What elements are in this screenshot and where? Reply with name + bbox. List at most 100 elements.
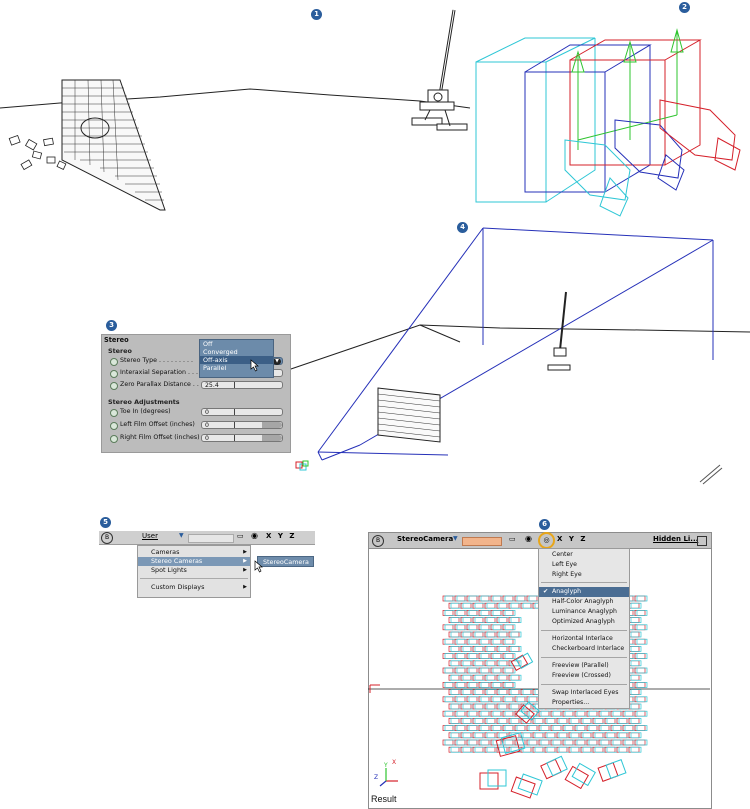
stereo-option-off[interactable]: Off [203, 340, 213, 348]
camera-icon[interactable]: ▭ [509, 535, 516, 543]
brick-red [562, 710, 574, 717]
brick-cyan [498, 602, 510, 609]
stereo-option-converged[interactable]: Converged [203, 348, 238, 356]
submenu-arrow-icon: ▶ [243, 558, 247, 564]
menu-item-cameras[interactable]: Cameras▶ [138, 548, 250, 557]
menu-item-optimized-anaglyph[interactable]: Optimized Anaglyph [552, 618, 615, 625]
brick-red [454, 638, 466, 645]
brick-red [622, 739, 634, 746]
brick-red [568, 718, 580, 724]
brick-cyan [456, 739, 468, 746]
brick-red [544, 746, 556, 753]
brick-red [550, 725, 562, 731]
submenu-item-stereocamera[interactable]: StereoCamera [257, 556, 314, 567]
menu-item-stereo-cameras[interactable]: Stereo Cameras▶ [138, 557, 250, 566]
right-film-radio[interactable] [110, 435, 118, 443]
chevron-down-icon[interactable]: ▼ [273, 358, 281, 365]
chevron-down-icon[interactable]: ▼ [453, 535, 458, 542]
step-badge-5: 5 [100, 517, 111, 528]
brick-cyan [456, 638, 468, 645]
stereo-option-off-axis[interactable]: Off-axis [200, 356, 273, 364]
eye-icon[interactable]: ◉ [525, 534, 532, 543]
zero-parallax-field[interactable]: 25.4 [201, 381, 283, 389]
menu-item-anaglyph[interactable]: ✔Anaglyph [539, 587, 629, 597]
right-film-field[interactable]: 0 [201, 434, 283, 442]
brick-red [634, 696, 646, 703]
bookmark-icon[interactable]: B [372, 535, 384, 547]
stereo-adjustments-heading: Stereo Adjustments [108, 398, 180, 406]
left-film-field[interactable]: 0 [201, 421, 283, 429]
brick-cyan [636, 638, 648, 645]
brick-cyan [630, 660, 642, 667]
menu-item-spot-lights[interactable]: Spot Lights▶ [138, 566, 250, 575]
brick-red [484, 732, 496, 739]
brick-red [580, 732, 592, 739]
menu-item-checkerboard-interlace[interactable]: Checkerboard Interlace [552, 645, 625, 652]
maximize-icon[interactable] [697, 536, 707, 546]
axis-labels[interactable]: X Y Z [557, 535, 588, 543]
camera-name-button[interactable]: StereoCamera [397, 535, 454, 543]
bookmark-icon[interactable]: B [101, 532, 113, 544]
chevron-down-icon[interactable]: ▼ [179, 532, 184, 539]
brick-cyan [486, 703, 498, 710]
stereo-display-icon[interactable]: ◎ [538, 532, 555, 549]
brick-cyan [462, 660, 474, 667]
brick-red [616, 732, 628, 739]
axis-labels[interactable]: X Y Z [266, 532, 297, 540]
brick-cyan [450, 732, 462, 739]
brick-cyan [480, 739, 492, 746]
right-film-row: Right Film Offset (inches) 0 [108, 434, 288, 443]
brick-red [454, 653, 466, 659]
brick-red [442, 725, 454, 731]
brick-cyan [480, 725, 492, 731]
menu-item-swap-interlaced-eyes[interactable]: Swap Interlaced Eyes [552, 689, 619, 696]
toe-in-radio[interactable] [110, 409, 118, 417]
brick-cyan [498, 646, 510, 652]
brick-red [490, 638, 502, 645]
toe-in-field[interactable]: 0 [201, 408, 283, 416]
brick-cyan [456, 624, 468, 631]
brick-red [532, 718, 544, 724]
eye-icon[interactable]: ◉ [251, 531, 258, 540]
brick-cyan [588, 710, 600, 717]
brick-red [496, 674, 508, 681]
menu-item-right-eye[interactable]: Right Eye [552, 571, 582, 578]
brick-red [538, 710, 550, 717]
stereo-option-parallel[interactable]: Parallel [203, 364, 227, 372]
menu-item-freeview-crossed[interactable]: Freeview (Crossed) [552, 672, 611, 679]
menu-item-luminance-anaglyph[interactable]: Luminance Anaglyph [552, 608, 617, 615]
menu-item-half-color-anaglyph[interactable]: Half-Color Anaglyph [552, 598, 614, 605]
camera-icon[interactable]: ▭ [237, 532, 244, 540]
brick-cyan [504, 595, 516, 602]
menu-item-center[interactable]: Center [552, 551, 573, 558]
brick-red [472, 631, 484, 638]
brick-cyan [456, 682, 468, 688]
brick-red [460, 660, 472, 667]
menu-item-left-eye[interactable]: Left Eye [552, 561, 577, 568]
brick-cyan [486, 660, 498, 667]
menu-item-horizontal-interlace[interactable]: Horizontal Interlace [552, 635, 613, 642]
zero-parallax-radio[interactable] [110, 382, 118, 390]
brick-cyan [474, 660, 486, 667]
brick-cyan [558, 718, 570, 724]
brick-cyan [516, 725, 528, 731]
brick-cyan [510, 660, 522, 667]
interaxial-radio[interactable] [110, 370, 118, 378]
left-film-radio[interactable] [110, 422, 118, 430]
brick-red [490, 710, 502, 717]
brick-red [478, 667, 490, 674]
menu-item-custom-displays[interactable]: Custom Displays▶ [138, 583, 250, 592]
brick-red [466, 653, 478, 659]
menu-item-properties[interactable]: Properties... [552, 699, 590, 706]
brick-red [628, 689, 640, 695]
brick-red [634, 638, 646, 645]
menu-item-freeview-parallel[interactable]: Freeview (Parallel) [552, 662, 609, 669]
camera-menu-button[interactable]: User [142, 532, 158, 540]
stereo-type-radio[interactable] [110, 358, 118, 366]
brick-red [550, 710, 562, 717]
hidden-line-button[interactable]: Hidden Li... [653, 535, 699, 543]
brick-cyan [486, 689, 498, 695]
brick-red [454, 696, 466, 703]
brick-cyan [474, 646, 486, 652]
brick-cyan [498, 674, 510, 681]
